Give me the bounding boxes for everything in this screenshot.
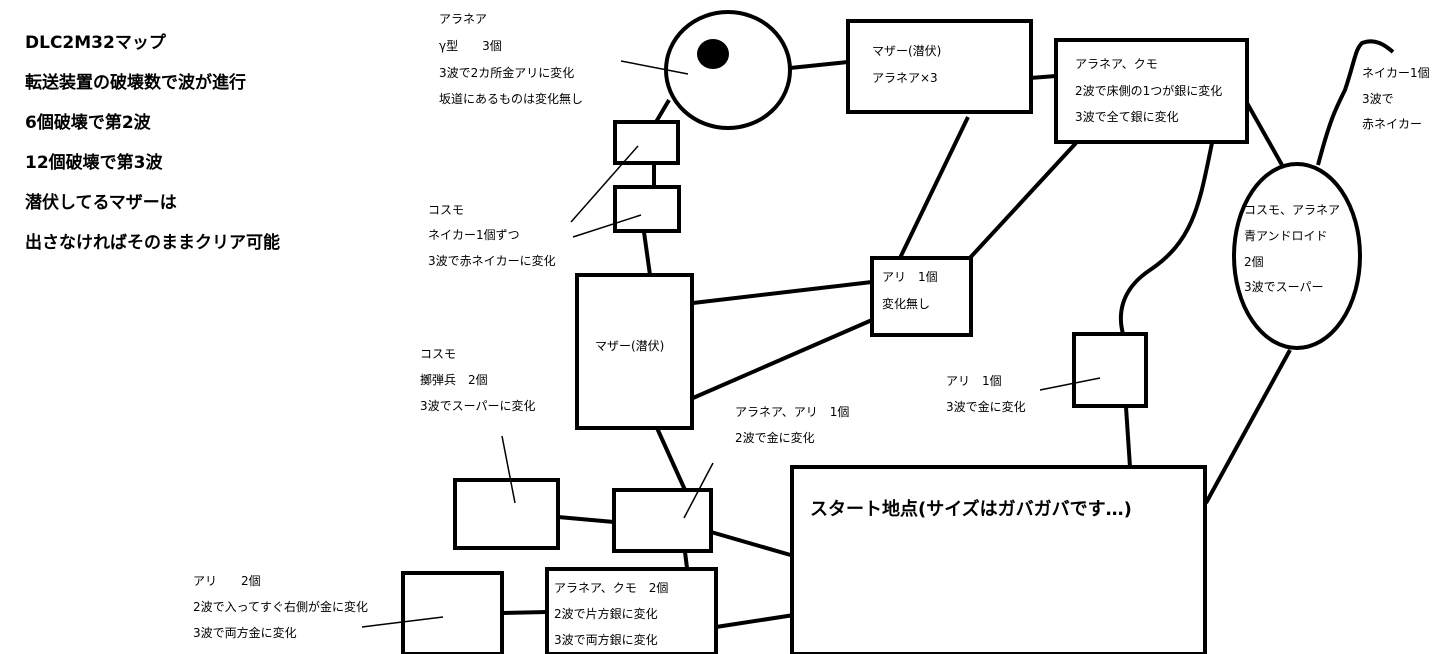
connector — [1118, 142, 1214, 335]
connector — [1245, 102, 1284, 166]
room-small-b — [613, 185, 681, 233]
start-room-label: スタート地点(サイズはガバガバです…) — [810, 499, 1132, 520]
connector — [683, 551, 689, 569]
connector — [654, 98, 671, 124]
connector — [692, 280, 873, 305]
heading-line: 12個破壊で第3波 — [25, 153, 163, 173]
connector — [1029, 74, 1057, 80]
note-ant-two: 3波で両方金に変化 — [193, 626, 297, 640]
pointer — [683, 462, 714, 519]
pointer — [1039, 377, 1101, 391]
note-ant-gold: 3波で金に変化 — [946, 400, 1026, 414]
note-oval-top: 坂道にあるものは変化無し — [439, 92, 584, 106]
connector — [1316, 39, 1395, 166]
room-label: アラネア、クモ — [1075, 57, 1158, 71]
room-label: コスモ、アラネア — [1244, 203, 1341, 217]
room-arane-ant — [612, 488, 713, 553]
pointer — [620, 60, 689, 75]
note-oval-top: アラネア — [439, 12, 488, 26]
room-start — [790, 465, 1207, 654]
note-neikar: ネイカー1個 — [1362, 66, 1430, 80]
connector — [557, 515, 615, 524]
room-label: 2波で片方銀に変化 — [554, 607, 658, 621]
room-label: 2波で床側の1つが銀に変化 — [1075, 84, 1223, 98]
connector — [1204, 349, 1292, 504]
room-oval-right — [1232, 162, 1362, 350]
pointer — [361, 616, 444, 628]
note-cosmo-gren: コスモ — [420, 347, 457, 361]
note-neikar: 赤ネイカー — [1362, 117, 1423, 131]
heading-line: 出さなければそのままクリア可能 — [25, 233, 280, 253]
room-label: 3波でスーパー — [1244, 280, 1324, 294]
connector — [642, 231, 652, 276]
note-cosmo-gren: 3波でスーパーに変化 — [420, 399, 536, 413]
note-cosmo-nk: 3波で赤ネイカーに変化 — [428, 254, 556, 268]
note-ant-two: アリ 2個 — [193, 574, 261, 588]
room-ant-two — [401, 571, 504, 654]
room-cosmo-gren — [453, 478, 560, 550]
map-title: DLC2M32マップ — [25, 33, 166, 53]
connector — [789, 60, 849, 70]
connector — [715, 613, 795, 629]
connector — [898, 116, 970, 259]
room-label: 青アンドロイド — [1244, 229, 1328, 243]
note-oval-top: 3波で2カ所金アリに変化 — [439, 66, 575, 80]
pointer-lines — [361, 60, 1101, 628]
note-cosmo-nk: ネイカー1個ずつ — [428, 228, 520, 242]
room-label: アラネア×3 — [872, 71, 938, 85]
note-cosmo-gren: 擲弾兵 2個 — [420, 373, 488, 387]
connector — [966, 141, 1078, 262]
heading-line: 転送装置の破壊数で波が進行 — [25, 73, 246, 93]
room-label: 3波で両方銀に変化 — [554, 633, 658, 647]
room-label: マザー(潜伏) — [872, 44, 942, 58]
room-label: 変化無し — [882, 297, 931, 311]
room-label: アラネア、クモ 2個 — [554, 581, 669, 595]
note-oval-top: γ型 3個 — [439, 39, 502, 53]
connector — [655, 427, 687, 491]
room-label: マザー(潜伏) — [595, 339, 665, 353]
note-ant-gold: アリ 1個 — [946, 374, 1002, 388]
note-arane-ant: 2波で金に変化 — [735, 431, 815, 445]
room-ant-mid — [870, 256, 973, 337]
note-neikar: 3波で — [1362, 92, 1394, 106]
heading-line: 潜伏してるマザーは — [25, 193, 177, 213]
connector-lines — [501, 39, 1395, 629]
room-oval-marker — [697, 39, 729, 69]
room-label: 2個 — [1244, 255, 1264, 269]
room-ant-gold — [1072, 332, 1148, 408]
heading-line: 6個破壊で第2波 — [25, 113, 151, 133]
pointer — [501, 435, 516, 504]
connector — [710, 530, 795, 558]
pointer — [572, 214, 642, 238]
connector — [1124, 406, 1132, 468]
room-label: 3波で全て銀に変化 — [1075, 110, 1179, 124]
note-ant-two: 2波で入ってすぐ右側が金に変化 — [193, 600, 369, 614]
rooms — [401, 10, 1362, 654]
pointer — [570, 145, 639, 223]
room-label: アリ 1個 — [882, 270, 938, 284]
room-mother-top — [846, 19, 1033, 114]
room-oval-top — [664, 10, 792, 130]
room-small-a — [613, 120, 680, 165]
connector — [501, 610, 548, 615]
connector — [692, 318, 873, 400]
note-cosmo-nk: コスモ — [428, 203, 465, 217]
room-bottom-mid — [545, 567, 718, 654]
room-top-right — [1054, 38, 1249, 144]
note-arane-ant: アラネア、アリ 1個 — [735, 405, 850, 419]
room-mother-center — [575, 273, 694, 430]
